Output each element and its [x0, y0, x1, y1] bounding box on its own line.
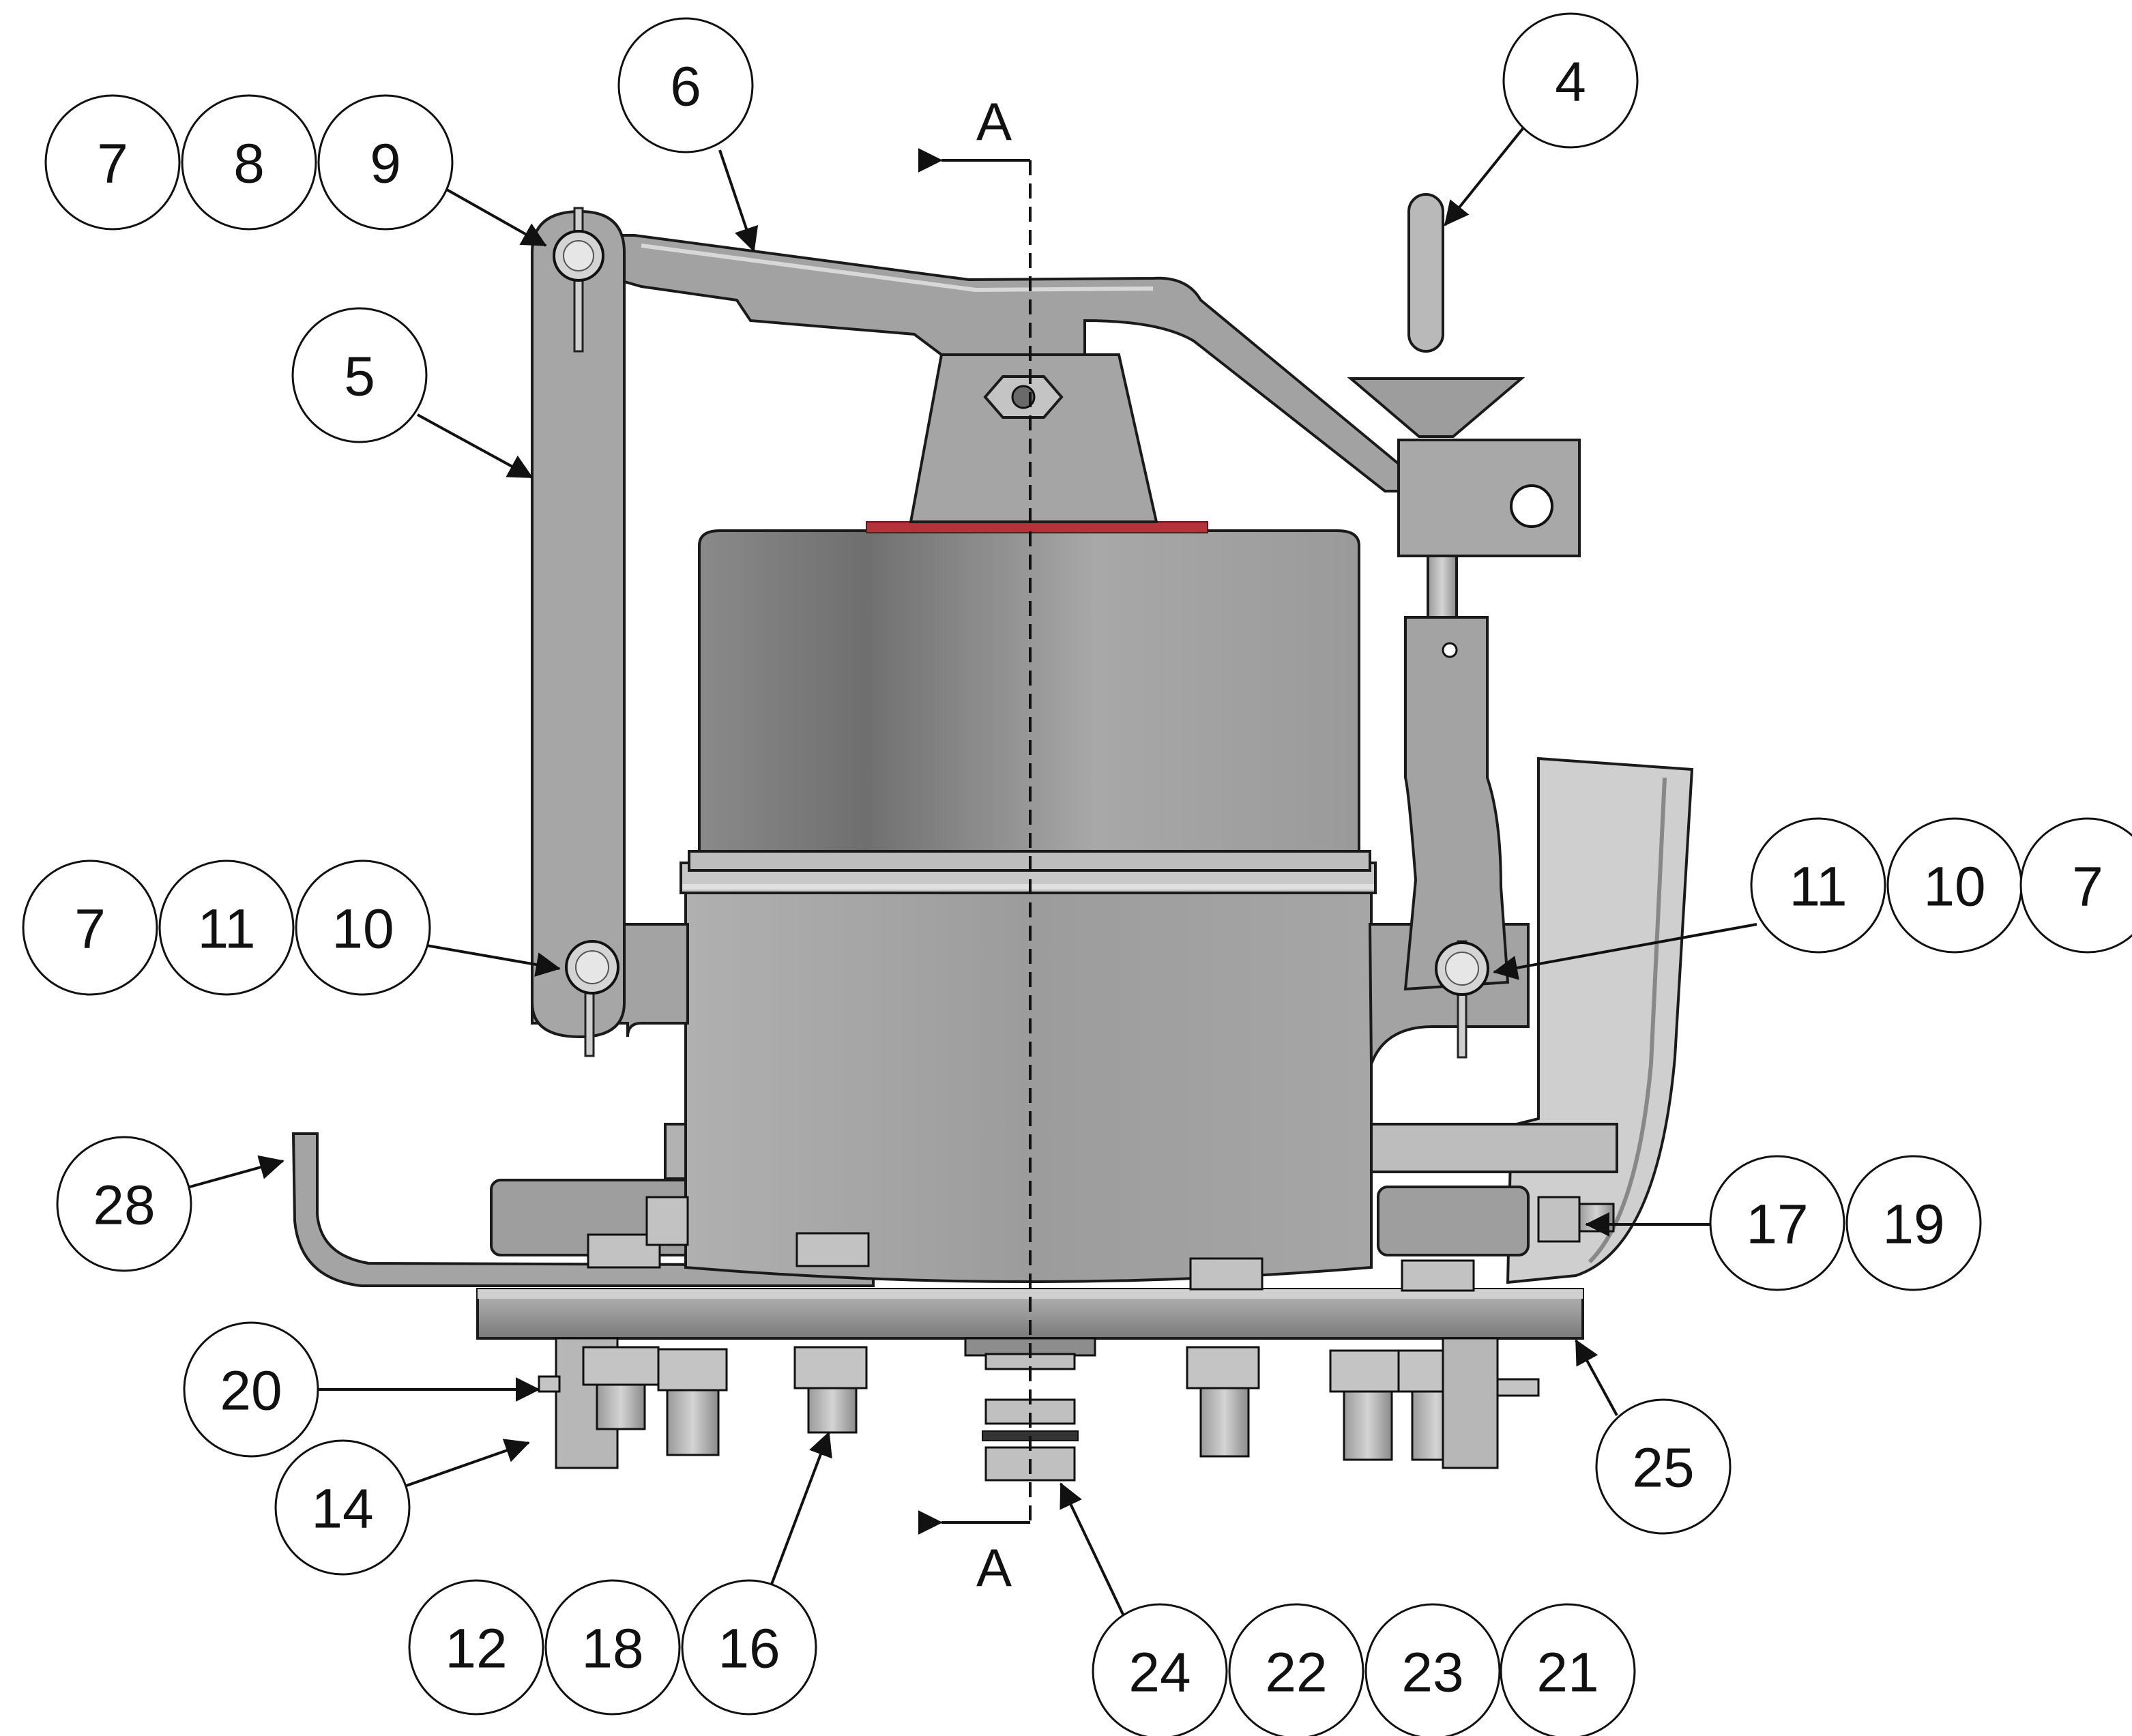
balloon-8: 8: [181, 94, 317, 231]
svg-text:20: 20: [220, 1360, 282, 1422]
balloon-28: 28: [56, 1136, 192, 1272]
bottom-studs: [538, 1337, 1540, 1469]
balloon-10-right: 10: [1886, 817, 2023, 954]
svg-text:28: 28: [93, 1175, 155, 1237]
eye-bolt-cone: [1347, 377, 1525, 438]
adjuster-clevis-hole: [1510, 484, 1553, 528]
gasket: [866, 521, 1208, 533]
top-lever-highlight: [641, 244, 1154, 293]
svg-text:10: 10: [1923, 856, 1985, 918]
base-plate-top-face: [478, 1289, 1583, 1299]
section-line-a-a: A A: [918, 91, 1032, 1598]
svg-text:23: 23: [1401, 1642, 1463, 1704]
assembly-artwork: [291, 193, 1694, 1482]
balloon-6: 6: [617, 17, 754, 153]
balloon-21: 21: [1500, 1603, 1636, 1736]
housing-flange-line: [682, 884, 1374, 889]
balloon-11-right: 11: [1750, 817, 1886, 954]
svg-text:19: 19: [1882, 1194, 1944, 1256]
svg-text:22: 22: [1265, 1642, 1327, 1704]
balloon-23: 23: [1364, 1603, 1501, 1736]
svg-text:21: 21: [1536, 1642, 1598, 1704]
upper-left-pin: [553, 207, 604, 353]
balloon-7-right: 7: [2019, 817, 2132, 954]
item-balloons: 7 8 9 6 4 5 7 11 10 11 10 7 28 17 19 20 …: [22, 12, 2132, 1736]
svg-text:16: 16: [718, 1618, 780, 1680]
right-hook-shade: [1588, 777, 1667, 1264]
svg-text:11: 11: [197, 898, 255, 960]
svg-text:9: 9: [370, 133, 401, 195]
vertical-link: [531, 209, 626, 1039]
svg-text:10: 10: [332, 898, 394, 960]
balloon-9: 9: [317, 94, 454, 231]
lower-housing: [684, 879, 1373, 1283]
svg-text:17: 17: [1746, 1194, 1808, 1256]
svg-text:8: 8: [233, 133, 265, 195]
svg-text:18: 18: [581, 1618, 643, 1680]
section-label-top: A: [976, 91, 1012, 151]
balloon-10-left: 10: [295, 859, 431, 996]
turnbuckle-hole: [1442, 642, 1458, 658]
svg-text:24: 24: [1128, 1642, 1191, 1704]
svg-text:25: 25: [1632, 1437, 1694, 1499]
svg-text:6: 6: [670, 56, 701, 118]
balloon-11-left: 11: [158, 859, 295, 996]
svg-text:4: 4: [1555, 51, 1586, 113]
balloon-22: 22: [1228, 1603, 1364, 1736]
section-label-bottom: A: [976, 1538, 1012, 1598]
leader-lines: [189, 108, 1757, 1621]
eye-bolt-shank: [1407, 193, 1444, 353]
balloon-5: 5: [291, 307, 428, 443]
turnbuckle-body: [1403, 616, 1510, 991]
svg-text:11: 11: [1789, 856, 1847, 918]
balloon-18: 18: [544, 1579, 681, 1716]
right-upper-rail: [1370, 1123, 1618, 1173]
threaded-rod: [1427, 555, 1458, 626]
balloon-14: 14: [274, 1439, 411, 1576]
lower-left-pin: [565, 940, 619, 1057]
balloon-7-top-left: 7: [44, 94, 181, 231]
center-bottom-fitting: [964, 1337, 1096, 1482]
balloon-7-mid-left: 7: [22, 859, 158, 996]
svg-text:14: 14: [311, 1478, 373, 1540]
balloon-16: 16: [681, 1579, 817, 1716]
adjuster-clevis: [1397, 439, 1581, 557]
top-lever-arm: [581, 234, 1434, 492]
svg-text:5: 5: [344, 346, 375, 408]
balloon-17: 17: [1709, 1155, 1845, 1291]
balloon-20: 20: [183, 1321, 319, 1458]
balloon-25: 25: [1595, 1398, 1732, 1535]
svg-text:7: 7: [74, 898, 106, 960]
svg-text:12: 12: [445, 1618, 507, 1680]
svg-text:7: 7: [2072, 856, 2103, 918]
balloon-4: 4: [1502, 12, 1639, 149]
balloon-12: 12: [408, 1579, 544, 1716]
right-clamp-block: [1377, 1186, 1530, 1256]
balloon-19: 19: [1845, 1155, 1982, 1291]
svg-text:7: 7: [97, 133, 128, 195]
balloon-24: 24: [1092, 1603, 1228, 1736]
right-pin: [1435, 940, 1489, 1059]
